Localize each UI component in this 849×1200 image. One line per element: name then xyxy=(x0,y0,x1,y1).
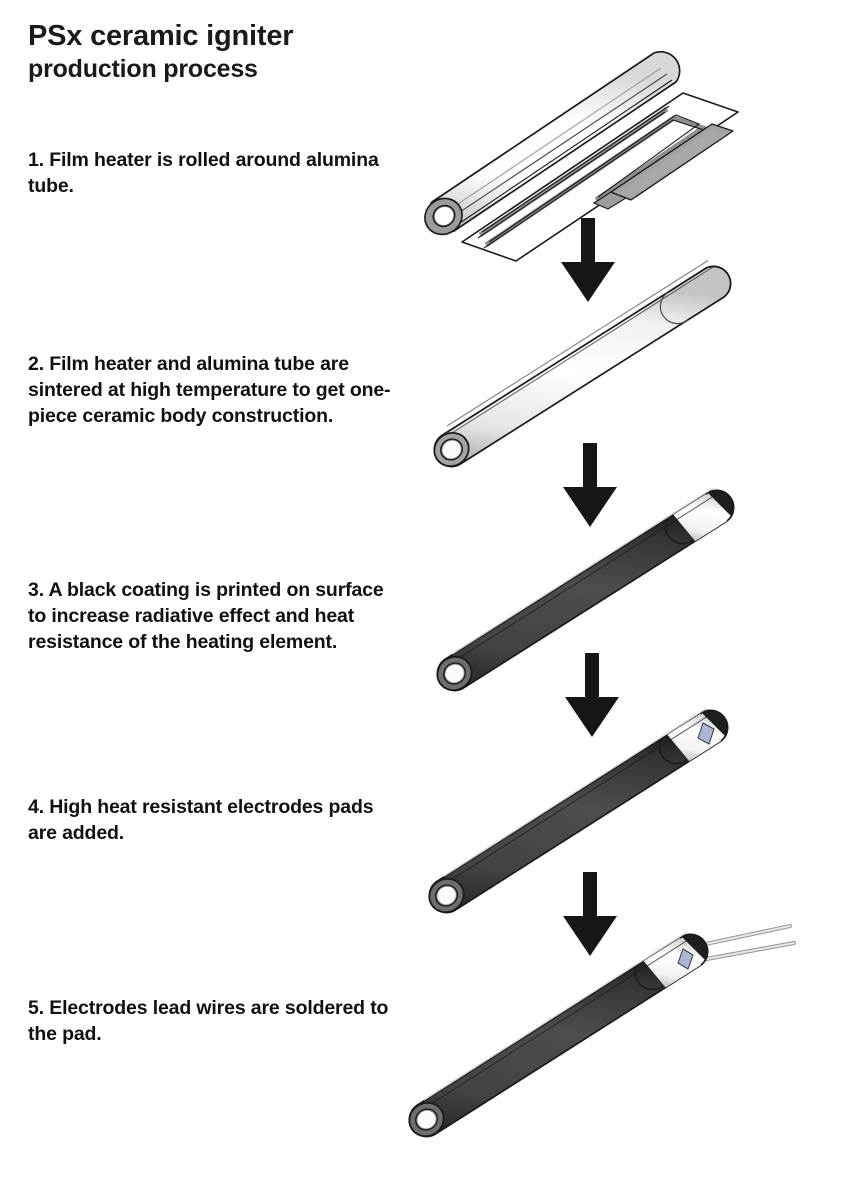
ceramic-tube-body xyxy=(433,260,732,468)
figure-sintered-ceramic-body xyxy=(425,258,745,470)
electrode-pad-large xyxy=(610,123,734,201)
film-heater-sheet xyxy=(461,92,739,262)
electrode-pad-small xyxy=(697,722,715,745)
alumina-tube-rolled xyxy=(424,50,681,236)
figure-electrode-pads-added xyxy=(418,700,748,915)
title-line-primary: PSx ceramic igniter xyxy=(28,20,294,52)
step-1-description: 1. Film heater is rolled around alumina … xyxy=(28,149,379,197)
tube-with-lead-wires xyxy=(408,931,709,1138)
page-title: PSx ceramic igniter production process xyxy=(28,20,408,84)
figure-black-coating-printed xyxy=(428,482,748,694)
process-arrow-step-3-to-4 xyxy=(560,653,624,737)
coated-tube-body xyxy=(436,487,735,692)
process-arrow-step-2-to-3 xyxy=(558,443,622,527)
figure-film-heater-rolled-around-alumina-tube xyxy=(418,26,748,266)
step-5-description: 5. Electrodes lead wires are soldered to… xyxy=(28,997,389,1045)
step-2-description: 2. Film heater and alumina tube are sint… xyxy=(28,353,391,427)
step-3-description: 3. A black coating is printed on surface… xyxy=(28,579,384,653)
tube-with-electrode-pad xyxy=(428,707,729,914)
electrode-pad-small xyxy=(677,948,694,970)
title-line-secondary: production process xyxy=(28,55,258,84)
figure-lead-wires-soldered xyxy=(398,918,798,1143)
process-arrow-step-4-to-5 xyxy=(558,872,622,956)
step-4-description: 4. High heat resistant electrodes pads a… xyxy=(28,796,374,844)
process-arrow-step-1-to-2 xyxy=(556,218,620,302)
